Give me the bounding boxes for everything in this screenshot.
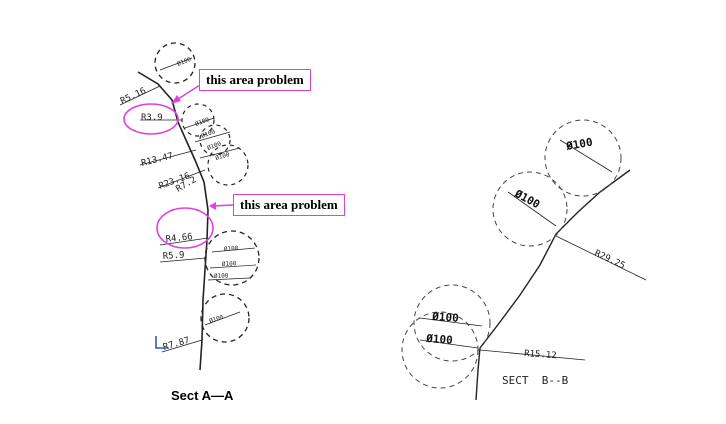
left-dashed-circle-6 [200,293,250,343]
radius-label-r3-9: R3.9 [141,113,163,123]
right-dashed-circle-1 [544,119,622,197]
problem-highlight-ellipse [156,207,214,249]
right-section-view: Ø100 Ø100 Ø100 Ø100 R29.25 R15.12 SECT B… [401,119,647,401]
dim-line [507,191,557,227]
radius-label-r7-87: R7.87 [162,336,191,353]
radius-label-r5-16: R5.16 [119,86,148,107]
dim-line [139,149,197,166]
diameter-label-bold: Ø100 [512,187,542,211]
left-dashed-circle-1 [154,42,196,84]
diameter-label: Ø100 [208,314,224,325]
right-dashed-circle-2 [492,171,568,247]
dim-line [207,277,251,281]
dim-line [204,311,241,326]
diameter-label: Ø100 [215,151,231,162]
dim-line [157,169,206,189]
dim-line [555,235,647,281]
radius-label-r4-66: R4.66 [165,232,193,245]
dim-line [159,257,207,263]
dim-line [199,147,241,159]
dim-line [161,339,203,353]
radius-label-r15-12: R15.12 [524,349,557,361]
dim-line [419,339,479,349]
problem-callout-2: this area problem [233,194,345,216]
diameter-label: Ø100 [176,56,192,68]
diameter-label-bold: Ø100 [425,332,453,347]
right-profile-curve [475,169,631,401]
diameter-label: Ø100 [222,260,237,268]
radius-label-r29-25: R29.25 [593,249,627,272]
radius-label-r13-47: R13.47 [140,151,174,169]
left-dashed-circle-3 [199,124,231,156]
dim-line [184,117,215,129]
radius-label-r5-9: R5.9 [163,251,185,262]
diameter-label: Ø100 [194,116,210,128]
dim-line [159,57,193,71]
diameter-label-bold: Ø100 [564,136,593,154]
callout-arrowhead [171,95,181,104]
callout-arrow [212,204,234,207]
diameter-label: Ø100 [224,245,239,253]
right-dashed-circle-4 [401,311,479,389]
dim-line [479,349,586,361]
diameter-label-bold: Ø100 [431,310,459,325]
diameter-label: Ø100 [206,140,222,152]
dim-line [209,264,257,269]
callout-arrowhead [209,202,216,210]
section-caption-b: SECT B--B [502,374,569,387]
dim-line [119,85,161,106]
diameter-label: Ø100 [200,128,216,140]
problem-highlight-ellipse [123,103,179,135]
problem-callout-text: this area problem [240,197,338,212]
dim-line [211,247,256,253]
dim-line [559,139,613,173]
problem-callout-1: this area problem [199,69,311,91]
right-dashed-circle-3 [413,284,491,362]
axis-marker [155,336,168,349]
left-profile-curve [137,71,209,371]
dim-line [194,131,231,143]
dim-line [419,317,483,327]
diameter-label: Ø100 [214,272,229,280]
problem-callout-text: this area problem [206,72,304,87]
section-caption-a: Sect A—A [171,388,234,403]
left-dashed-circle-4 [207,144,249,186]
